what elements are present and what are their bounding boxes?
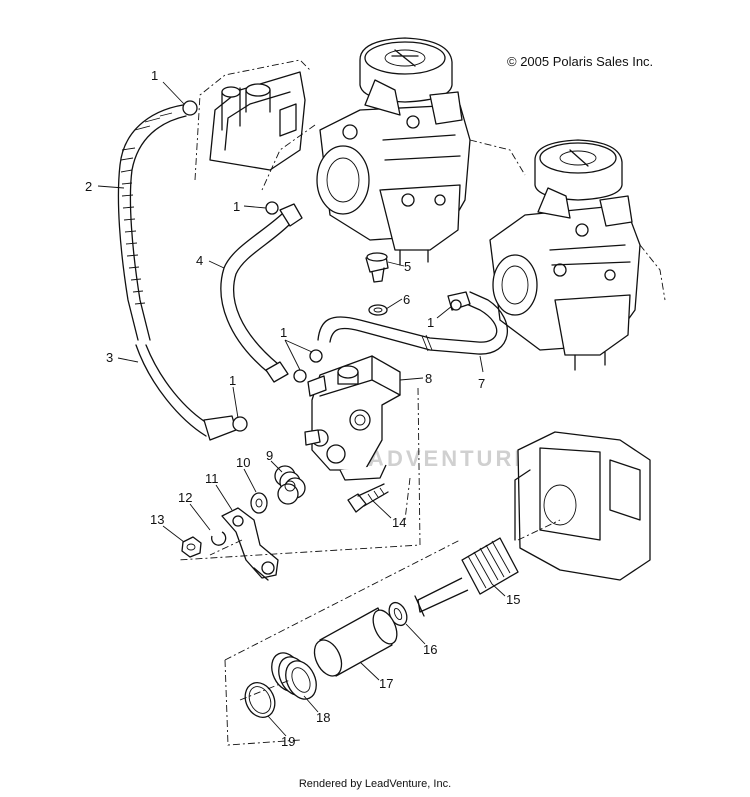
spring-18 (271, 652, 317, 700)
callouts: 1 2 1 4 1 3 1 5 6 1 7 8 9 10 11 12 13 14… (85, 68, 520, 749)
carburetor-lower (489, 139, 666, 371)
nut-13 (181, 536, 202, 558)
washer-10 (250, 492, 268, 514)
callout-15: 15 (506, 592, 520, 607)
carburetor-upper (261, 37, 526, 266)
callout-13: 13 (150, 512, 164, 527)
callout-9: 9 (266, 448, 273, 463)
screw-14 (347, 483, 389, 513)
callout-10: 10 (236, 455, 250, 470)
callout-14: 14 (392, 515, 406, 530)
o-ring-19 (244, 681, 276, 719)
callout-19: 19 (281, 734, 295, 749)
callout-5: 5 (404, 259, 411, 274)
engine-case-top (194, 59, 311, 181)
clip-12 (211, 531, 227, 546)
lever-11 (221, 507, 279, 581)
washer-6 (368, 304, 388, 316)
footer-text: Rendered by LeadVenture, Inc. (298, 778, 452, 790)
callout-1-pump-clamps: 1 (280, 325, 287, 340)
callout-1-lower-clamp: 1 (229, 373, 236, 388)
copyright-text: © 2005 Polaris Sales Inc. (507, 54, 654, 69)
assembly-lines (177, 387, 461, 746)
callout-1-right-clamp: 1 (427, 315, 434, 330)
callout-1-top: 1 (151, 68, 158, 83)
hose-spiral (117, 103, 237, 441)
callout-16: 16 (423, 642, 437, 657)
callout-8: 8 (425, 371, 432, 386)
engine-case-lower (514, 431, 651, 581)
callout-6: 6 (403, 292, 410, 307)
callout-7: 7 (478, 376, 485, 391)
oil-pump (304, 355, 401, 481)
callout-17: 17 (379, 676, 393, 691)
callout-3: 3 (106, 350, 113, 365)
gear-shaft-15 (414, 519, 561, 617)
callout-11: 11 (205, 471, 219, 486)
callout-12: 12 (178, 490, 192, 505)
hose-7 (317, 291, 508, 355)
callout-4: 4 (196, 253, 203, 268)
callout-2: 2 (85, 179, 92, 194)
callout-1-upper-clamp: 1 (233, 199, 240, 214)
spring-9 (274, 465, 306, 505)
bolt-5 (365, 252, 389, 283)
hose-4 (220, 203, 303, 383)
leader-lines (97, 81, 506, 737)
callout-18: 18 (316, 710, 330, 725)
sleeve-17 (313, 607, 398, 677)
